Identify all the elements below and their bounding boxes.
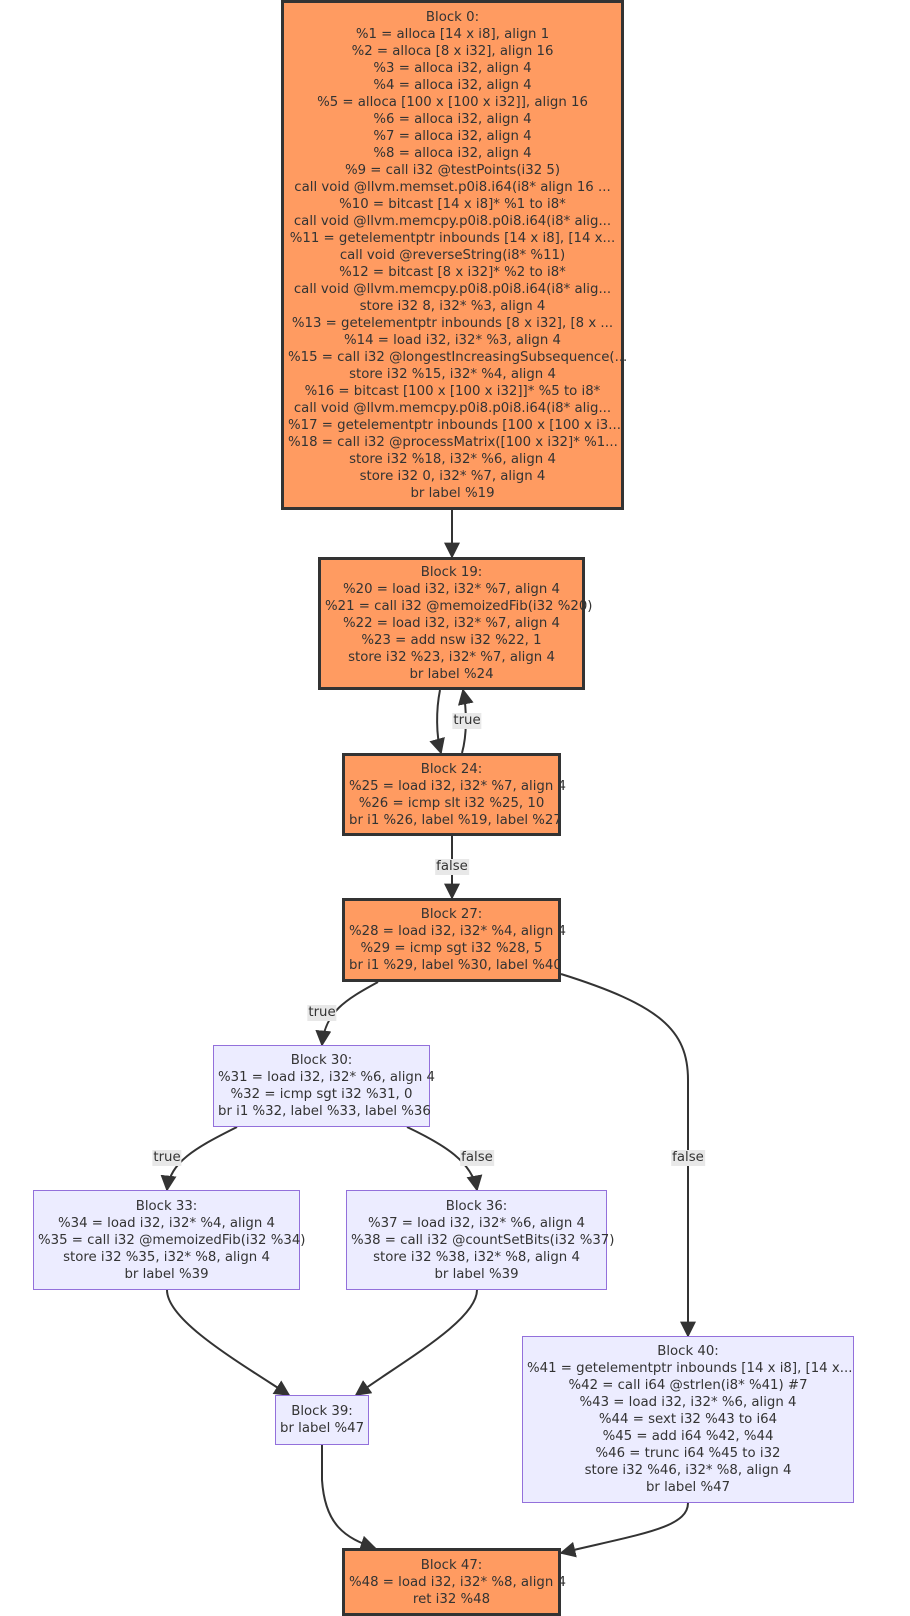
instruction-line: call void @llvm.memcpy.p0i8.p0i8.i64(i8*… — [293, 213, 612, 229]
instruction-line: br label %39 — [124, 1266, 209, 1282]
edge-label-true: true — [152, 1150, 182, 1166]
instruction-line: %20 = load i32, i32* %7, align 4 — [343, 582, 560, 597]
instruction-line: %2 = alloca [8 x i32], align 16 — [351, 43, 554, 59]
instruction-line: store i32 8, i32* %3, align 4 — [359, 298, 546, 314]
block-title: Block 19: — [420, 565, 483, 580]
instruction-line: br i1 %29, label %30, label %40 — [349, 958, 562, 973]
instruction-line: call void @llvm.memcpy.p0i8.p0i8.i64(i8*… — [293, 281, 612, 297]
instruction-line: %48 = load i32, i32* %8, align 4 — [349, 1574, 566, 1590]
block-title: Block 40: — [657, 1344, 719, 1359]
block-30[interactable]: Block 30: %31 = load i32, i32* %6, align … — [213, 1045, 435, 1127]
instruction-line: br label %39 — [434, 1266, 519, 1282]
edge-b36-b39 — [354, 1289, 478, 1396]
block-36[interactable]: Block 36:%37 = load i32, i32* %6, align … — [346, 1190, 615, 1290]
instruction-line: %41 = getelementptr inbounds [14 x i8], … — [527, 1361, 853, 1376]
block-title: Block 39: — [291, 1404, 353, 1419]
instruction-line: %45 = add i64 %42, %44 — [602, 1429, 774, 1444]
instruction-line: %28 = load i32, i32* %4, align 4 — [349, 924, 566, 939]
block-0[interactable]: Block 0:%1 = alloca [14 x i8], align 1%2… — [281, 0, 628, 510]
edge-label-true: true — [452, 713, 482, 729]
edge-label-false: false — [460, 1150, 494, 1166]
instruction-line: %43 = load i32, i32* %6, align 4 — [579, 1395, 797, 1410]
instruction-line: %3 = alloca i32, align 4 — [373, 60, 532, 76]
instruction-line: %15 = call i32 @longestIncreasingSubsequ… — [288, 349, 628, 365]
instruction-line: %6 = alloca i32, align 4 — [373, 111, 532, 127]
edge-b27-b40 — [560, 973, 696, 1338]
instruction-line: %42 = call i64 @strlen(i8* %41) #7 — [568, 1378, 808, 1393]
instruction-line: %35 = call i32 @memoizedFib(i32 %34) — [38, 1232, 306, 1248]
instruction-line: %17 = getelementptr inbounds [100 x [100… — [288, 417, 621, 433]
edge-b40-b47 — [559, 1502, 689, 1558]
instruction-line: br label %19 — [410, 485, 495, 501]
block-47[interactable]: Block 47:%48 = load i32, i32* %8, align … — [342, 1548, 566, 1616]
instruction-line: %44 = sext i32 %43 to i64 — [598, 1412, 778, 1427]
block-title: Block 33: — [135, 1198, 198, 1214]
block-33[interactable]: Block 33:%34 = load i32, i32* %4, align … — [33, 1190, 306, 1290]
instruction-line: %14 = load i32, i32* %3, align 4 — [344, 332, 561, 348]
instruction-line: br label %47 — [280, 1421, 365, 1436]
block-title: Block 27: — [420, 907, 483, 922]
instruction-line: %9 = call i32 @testPoints(i32 5) — [344, 162, 561, 178]
block-19[interactable]: Block 19: %20 = load i32, i32* %7, align … — [318, 557, 593, 690]
instruction-line: %8 = alloca i32, align 4 — [373, 145, 532, 161]
instruction-line: store i32 %18, i32* %6, align 4 — [349, 451, 556, 467]
instruction-line: br i1 %26, label %19, label %27 — [349, 812, 562, 828]
block-40[interactable]: Block 40: %41 = getelementptr inbounds [1… — [522, 1336, 854, 1503]
instruction-line: %12 = bitcast [8 x i32]* %2 to i8* — [339, 264, 566, 280]
instruction-line: %11 = getelementptr inbounds [14 x i8], … — [289, 230, 616, 246]
edge-b27-b30 — [315, 981, 379, 1047]
block-title: Block 47: — [420, 1557, 483, 1573]
instruction-line: call void @llvm.memset.p0i8.i64(i8* alig… — [294, 179, 611, 195]
instruction-line: %23 = add nsw i32 %22, 1 — [361, 633, 542, 648]
edge-label-true: true — [307, 1005, 337, 1021]
instruction-line: store i32 %23, i32* %7, align 4 — [348, 650, 555, 665]
instruction-line: store i32 %46, i32* %8, align 4 — [584, 1463, 792, 1478]
block-title: Block 24: — [420, 761, 483, 777]
instruction-line: %37 = load i32, i32* %6, align 4 — [368, 1215, 585, 1231]
edge-b39-b47 — [321, 1445, 377, 1552]
instruction-line: br label %24 — [409, 667, 494, 682]
instruction-line: %31 = load i32, i32* %6, align 4 — [218, 1070, 435, 1085]
edge-b19-b24 — [429, 689, 445, 755]
instruction-line: %38 = call i32 @countSetBits(i32 %37) — [351, 1232, 615, 1248]
instruction-line: %34 = load i32, i32* %4, align 4 — [58, 1215, 275, 1231]
instruction-line: %4 = alloca i32, align 4 — [373, 77, 532, 93]
instruction-line: store i32 %15, i32* %4, align 4 — [349, 366, 556, 382]
instruction-line: %1 = alloca [14 x i8], align 1 — [355, 26, 550, 42]
edge-label-false: false — [435, 859, 469, 875]
instruction-line: %18 = call i32 @processMatrix([100 x i32… — [288, 434, 618, 450]
instruction-line: br label %47 — [645, 1480, 731, 1495]
edge-label-false: false — [671, 1150, 705, 1166]
instruction-line: call void @llvm.memcpy.p0i8.p0i8.i64(i8*… — [293, 400, 612, 416]
instruction-line: br i1 %32, label %33, label %36 — [218, 1104, 431, 1119]
instruction-line: %22 = load i32, i32* %7, align 4 — [343, 616, 560, 631]
block-27[interactable]: Block 27: %28 = load i32, i32* %4, align … — [342, 898, 566, 982]
instruction-line: %10 = bitcast [14 x i8]* %1 to i8* — [339, 196, 566, 212]
block-title: Block 36: — [445, 1198, 508, 1214]
instruction-line: store i32 0, i32* %7, align 4 — [359, 468, 546, 484]
instruction-line: %46 = trunc i64 %45 to i32 — [595, 1446, 781, 1461]
block-39[interactable]: Block 39: br label %47 — [275, 1395, 369, 1445]
instruction-line: %16 = bitcast [100 x [100 x i32]]* %5 to… — [304, 383, 601, 399]
block-title: Block 30: — [290, 1053, 353, 1068]
edge-b33-b39 — [166, 1289, 291, 1396]
instruction-line: %25 = load i32, i32* %7, align 4 — [349, 778, 566, 794]
edge-b30-b33 — [160, 1126, 238, 1192]
instruction-line: %32 = icmp sgt i32 %31, 0 — [230, 1087, 413, 1102]
instruction-line: call void @reverseString(i8* %11) — [339, 247, 566, 263]
instruction-line: store i32 %35, i32* %8, align 4 — [63, 1249, 270, 1265]
instruction-line: store i32 %38, i32* %8, align 4 — [373, 1249, 580, 1265]
instruction-line: %26 = icmp slt i32 %25, 10 — [358, 795, 545, 811]
instruction-line: %13 = getelementptr inbounds [8 x i32], … — [291, 315, 614, 331]
instruction-line: %21 = call i32 @memoizedFib(i32 %20) — [325, 599, 593, 614]
block-title: Block 0: — [425, 9, 480, 25]
instruction-line: %29 = icmp sgt i32 %28, 5 — [360, 941, 543, 956]
instruction-line: %7 = alloca i32, align 4 — [373, 128, 532, 144]
block-24[interactable]: Block 24:%25 = load i32, i32* %7, align … — [342, 753, 566, 836]
instruction-line: ret i32 %48 — [412, 1591, 491, 1607]
instruction-line: %5 = alloca [100 x [100 x i32]], align 1… — [317, 94, 588, 110]
edge-b30-b36 — [406, 1126, 483, 1192]
